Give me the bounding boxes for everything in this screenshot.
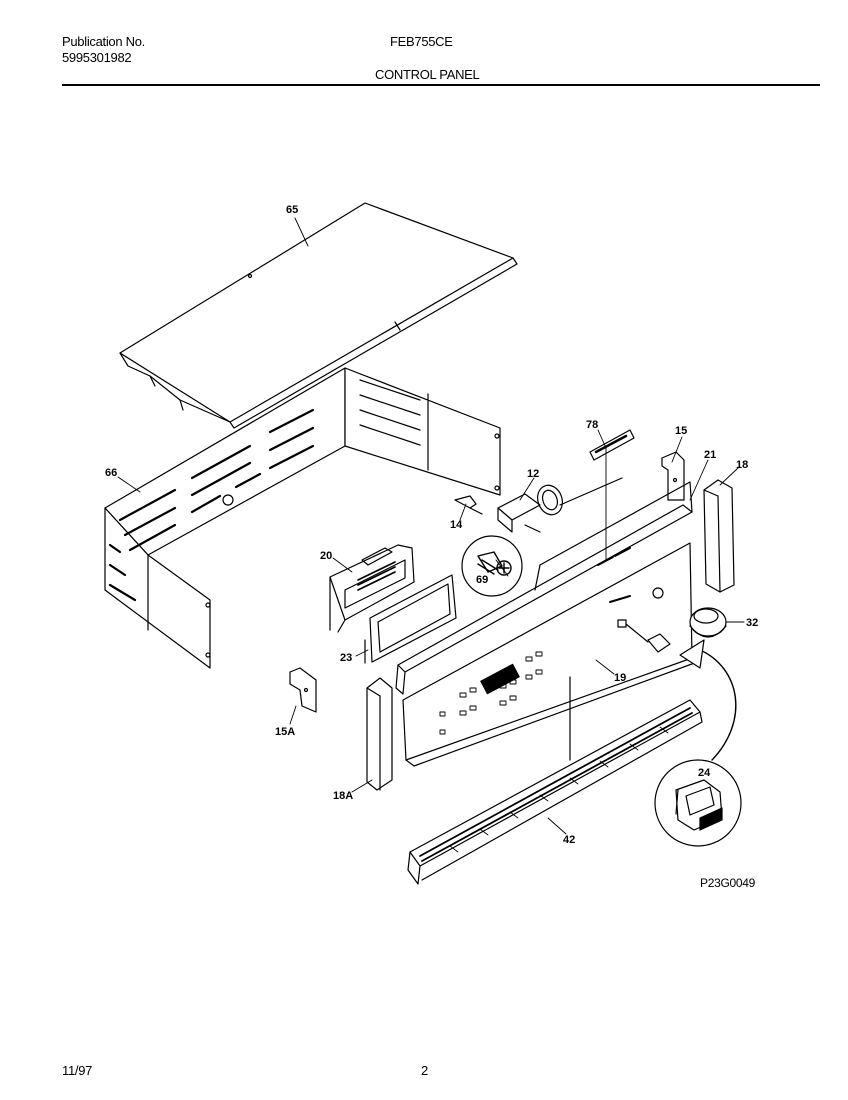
detail-arrow (679, 639, 737, 761)
callout-19: 19 (614, 672, 626, 684)
cover-strip (589, 429, 635, 461)
callout-42: 42 (563, 834, 575, 846)
callout-69: 69 (476, 574, 488, 586)
small-clip (454, 495, 483, 515)
wire-connector (625, 623, 671, 653)
top-cover-panel (119, 202, 518, 429)
callout-24: 24 (698, 767, 711, 779)
leader-lines (117, 217, 745, 835)
callout-18a: 18A (333, 790, 353, 802)
publication-label: Publication No. (62, 34, 145, 49)
callout-78: 78 (586, 419, 598, 431)
page-number: 2 (421, 1063, 428, 1078)
left-bracket (289, 667, 317, 713)
callout-12: 12 (527, 468, 539, 480)
display-window-frame (364, 574, 457, 664)
callout-20: 20 (320, 550, 332, 562)
control-panel-front (402, 542, 701, 767)
left-end-cap (366, 677, 393, 791)
publication-number: 5995301982 (62, 50, 132, 65)
figure-code: P23G0049 (700, 876, 755, 890)
callout-14: 14 (450, 519, 463, 531)
callout-66: 66 (105, 467, 117, 479)
model-number: FEB755CE (390, 34, 453, 49)
rocker-switch-detail (654, 759, 742, 847)
electronic-control-board (329, 544, 415, 633)
header-rule (62, 84, 820, 86)
right-end-cap (703, 479, 735, 593)
callout-23: 23 (340, 652, 352, 664)
control-knob (689, 607, 727, 638)
control-housing (104, 367, 501, 669)
right-bracket (661, 451, 685, 501)
screw-detail (461, 535, 523, 597)
callout-21: 21 (704, 449, 716, 461)
callout-18: 18 (736, 459, 748, 471)
callout-32: 32 (746, 617, 758, 629)
thermostat-switch (497, 477, 623, 533)
callout-65: 65 (286, 204, 298, 216)
vent-grille (407, 699, 703, 885)
footer-date: 11/97 (62, 1063, 93, 1078)
backguard-trim (395, 481, 693, 695)
callout-15: 15 (675, 425, 687, 437)
section-title: CONTROL PANEL (375, 67, 480, 82)
callout-15a: 15A (275, 726, 295, 738)
